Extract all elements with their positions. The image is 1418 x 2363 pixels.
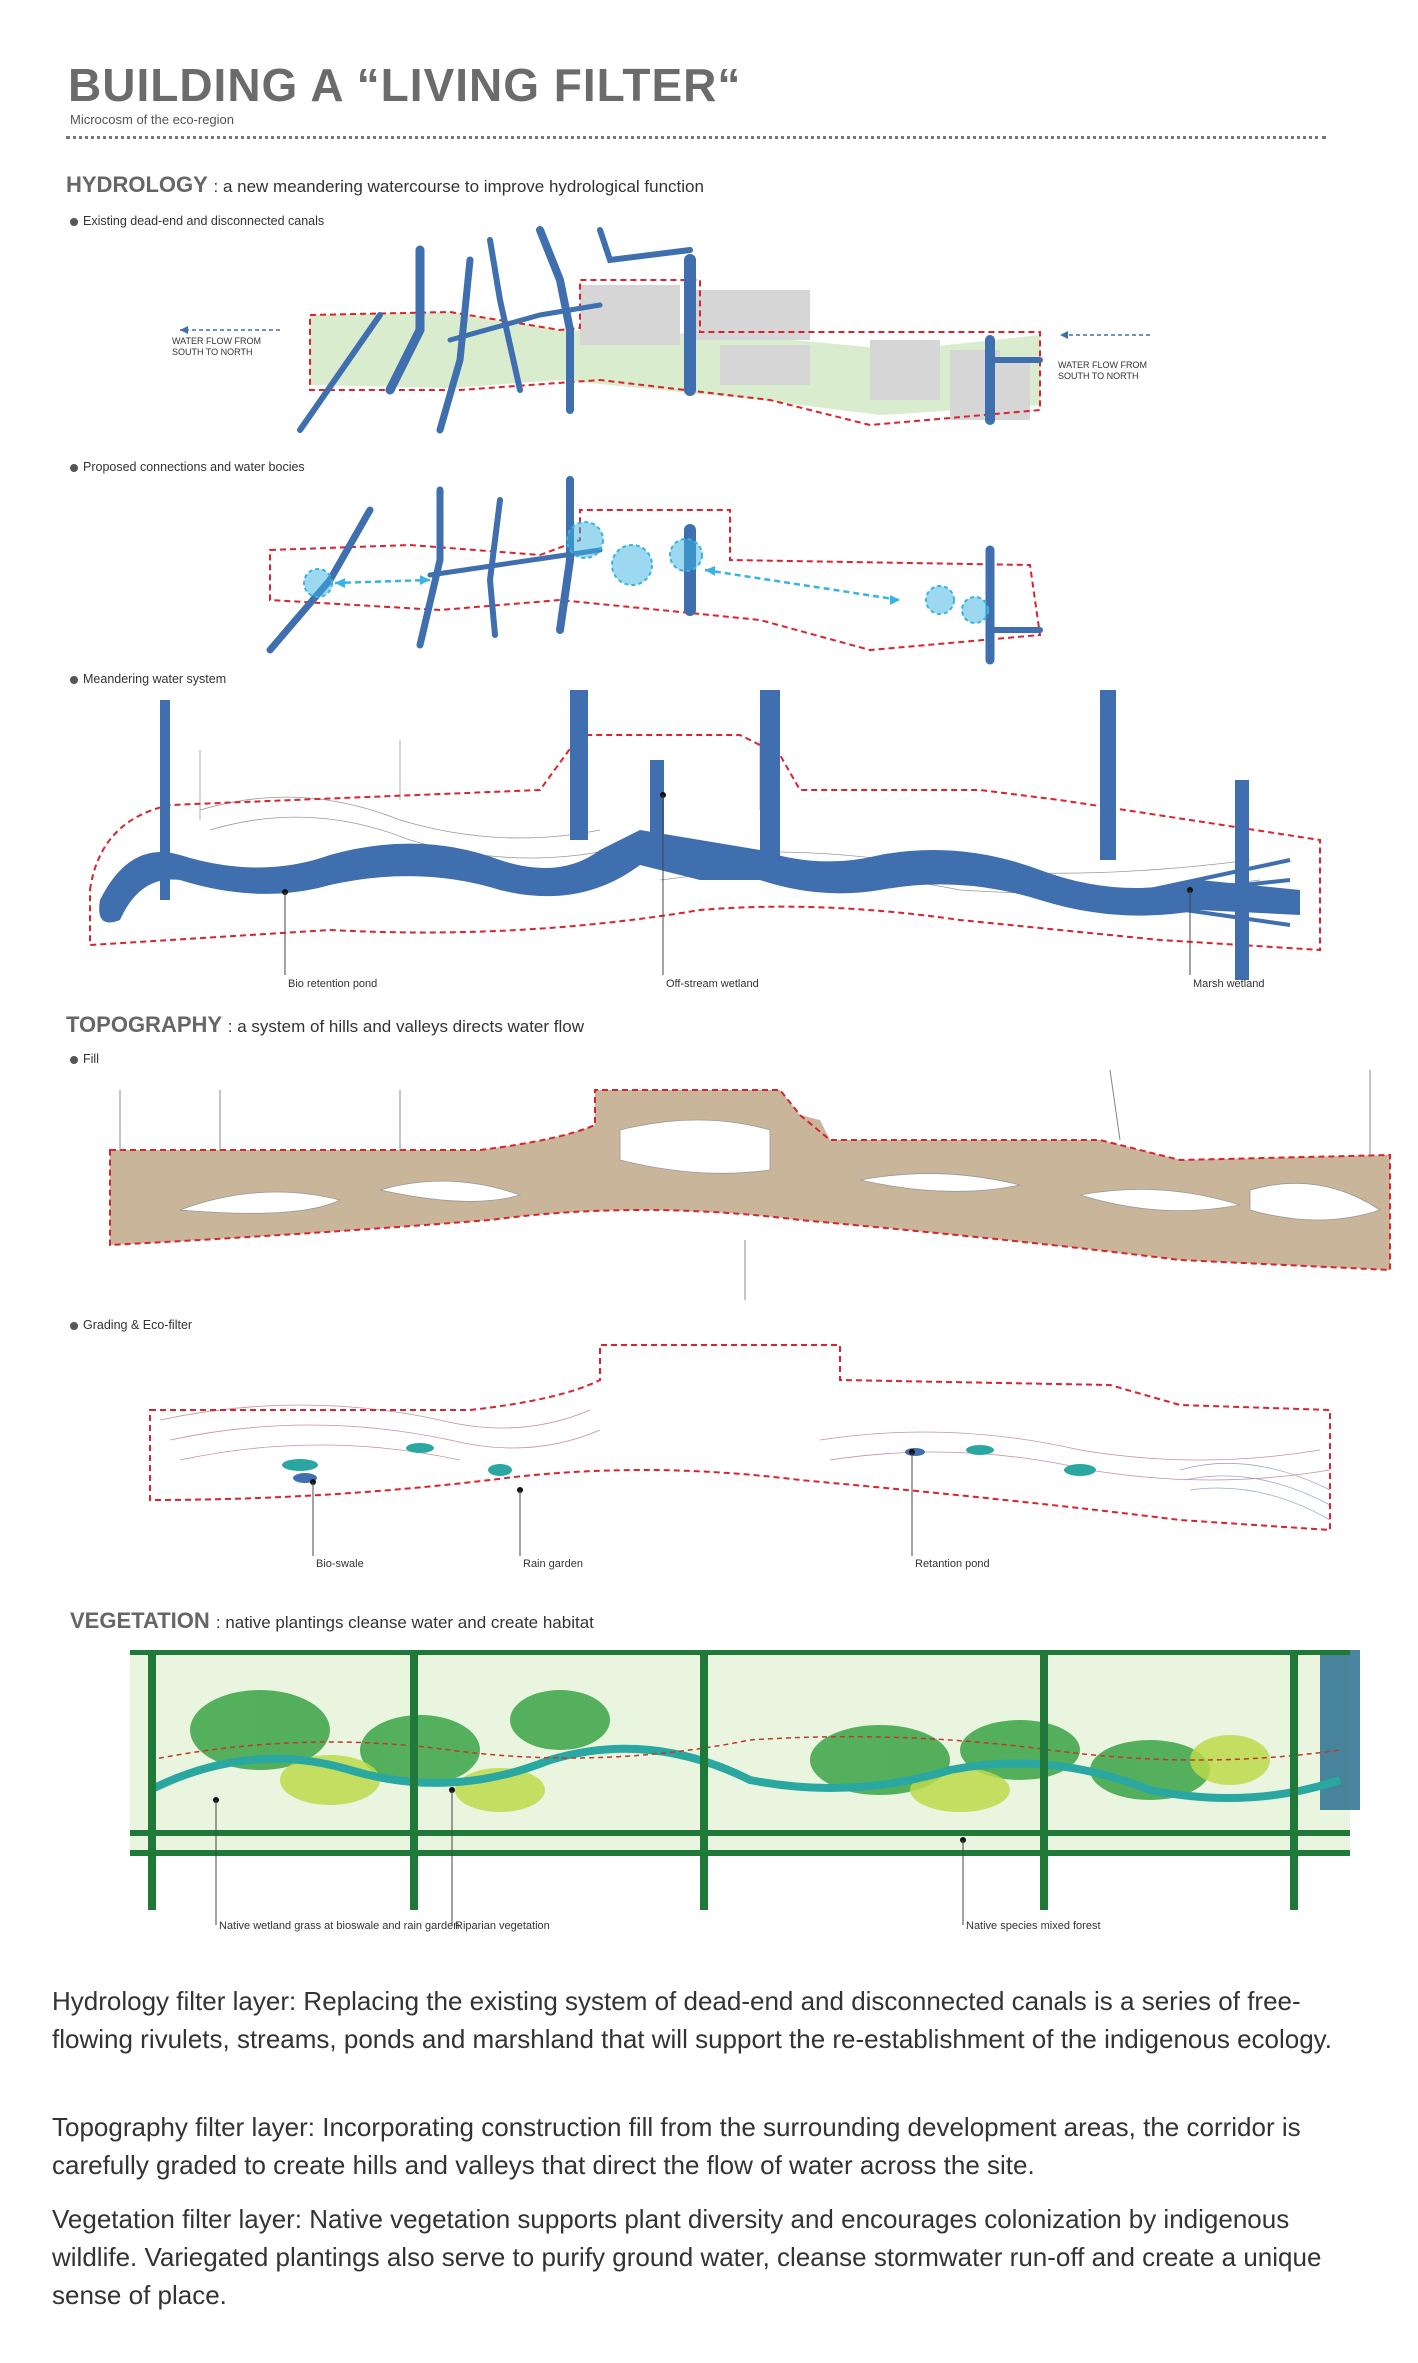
- hydrology-panel3-bullet: Meandering water system: [70, 672, 226, 686]
- meandering-watercourse: [99, 690, 1301, 980]
- paragraph-vegetation: Vegetation filter layer: Native vegetati…: [52, 2204, 1322, 2310]
- bullet-dot-icon: [70, 1055, 78, 1064]
- hydrology-panel2-bullet: Proposed connections and water bocies: [70, 460, 305, 474]
- fill-diagram: [109, 1069, 1391, 1300]
- road-corridors: [130, 1650, 1350, 1910]
- fill-boundary: [109, 1089, 1391, 1272]
- vegetation-trail: [149, 1735, 1341, 1761]
- vegetation-heading-sub: : native plantings cleanse water and cre…: [215, 1613, 594, 1632]
- hydrology-heading-title: HYDROLOGY: [66, 172, 208, 197]
- flow-label-right: WATER FLOW FROM SOUTH TO NORTH: [1058, 360, 1147, 381]
- topography-heading-sub: : a system of hills and valleys directs …: [227, 1017, 584, 1036]
- page-subtitle: Microcosm of the eco-region: [70, 112, 235, 127]
- grading-diagram: [149, 1344, 1331, 1556]
- bullet-dot-icon: [70, 217, 78, 226]
- topography-panel2-bullet: Grading & Eco-filter: [70, 1318, 192, 1332]
- vegetation-diagram: [130, 1650, 1360, 1925]
- hydrology-panel1-bullet: Existing dead-end and disconnected canal…: [70, 214, 324, 228]
- existing-boundary: [309, 279, 1041, 427]
- proposed-flow-arrows: [334, 568, 901, 602]
- existing-park-area: [310, 312, 1040, 415]
- label-marsh-wetland: Marsh wetland: [1193, 978, 1265, 990]
- existing-canals: [297, 226, 1043, 434]
- paragraph-topography: Topography filter layer: Incorporating c…: [52, 2112, 1301, 2180]
- paragraph-hydrology: Hydrology filter layer: Replacing the ex…: [52, 1986, 1332, 2054]
- proposed-boundary: [269, 509, 1042, 652]
- hydrology-panel3-label: Meandering water system: [83, 672, 227, 686]
- proposed-connections-diagram: [266, 476, 1043, 665]
- flow-label-left: WATER FLOW FROM SOUTH TO NORTH: [172, 336, 261, 357]
- bullet-dot-icon: [70, 463, 78, 472]
- vegetation-heading-title: VEGETATION: [70, 1608, 210, 1633]
- label-bio-swale: Bio-swale: [316, 1558, 364, 1570]
- meandering-water-diagram: [89, 690, 1321, 980]
- label-riparian: Riparian vegetation: [455, 1920, 550, 1932]
- label-wetland-grass: Native wetland grass at bioswale and rai…: [219, 1920, 460, 1932]
- label-native-forest: Native species mixed forest: [966, 1920, 1101, 1932]
- topography-panel1-bullet: Fill: [70, 1052, 99, 1066]
- proposed-canals: [266, 476, 1043, 665]
- topography-heading-title: TOPOGRAPHY: [66, 1012, 222, 1037]
- page-title: BUILDING A “LIVING FILTER“: [68, 59, 742, 111]
- hydrology-heading-sub: : a new meandering watercourse to improv…: [213, 177, 704, 196]
- hydrology-panel2-label: Proposed connections and water bocies: [83, 460, 305, 474]
- meander-boundary: [89, 734, 1321, 952]
- label-offstream-wetland: Off-stream wetland: [666, 978, 759, 990]
- grading-contours: [159, 1404, 1331, 1481]
- topography-panel2-label: Grading & Eco-filter: [83, 1318, 193, 1332]
- hydrology-heading: HYDROLOGY : a new meandering watercourse…: [66, 172, 704, 198]
- vegetation-canopy: [190, 1690, 1210, 1800]
- header-divider: [66, 136, 1326, 139]
- fill-valleys: [179, 1119, 1381, 1221]
- eco-filter-pools: [282, 1443, 1096, 1476]
- bullet-dot-icon: [70, 1321, 78, 1330]
- riparian-stream: [148, 1744, 1342, 1802]
- proposed-water-bodies: [303, 521, 989, 624]
- label-bio-retention: Bio retention pond: [288, 978, 378, 990]
- vegetation-heading: VEGETATION : native plantings cleanse wa…: [70, 1608, 594, 1634]
- label-retention-pond: Retantion pond: [915, 1558, 990, 1570]
- existing-canals-diagram: [180, 226, 1150, 434]
- grading-contours-blue: [1179, 1462, 1331, 1521]
- grading-boundary: [149, 1344, 1331, 1532]
- topography-panel1-label: Fill: [83, 1052, 99, 1066]
- label-rain-garden: Rain garden: [523, 1558, 583, 1570]
- fill-areas: [110, 1090, 1390, 1270]
- bullet-dot-icon: [70, 675, 78, 684]
- eco-filter-dark-pools: [293, 1448, 925, 1483]
- hydrology-panel1-label: Existing dead-end and disconnected canal…: [83, 214, 325, 228]
- marsh-wetland-channels: [1149, 858, 1291, 927]
- topography-heading: TOPOGRAPHY : a system of hills and valle…: [66, 1012, 584, 1038]
